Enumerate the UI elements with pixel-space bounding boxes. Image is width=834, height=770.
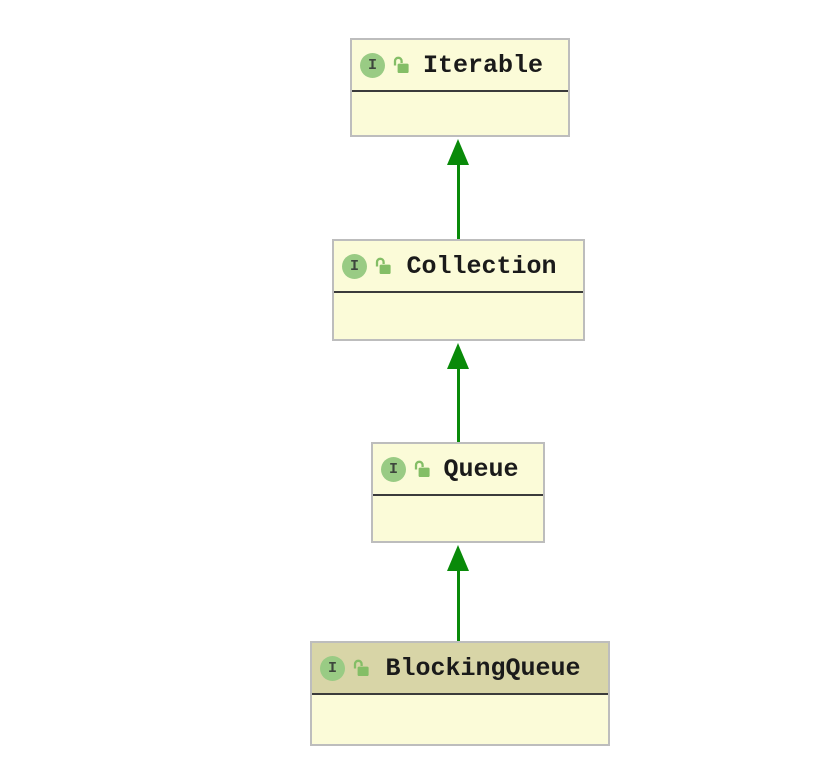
node-queue[interactable]: I Queue xyxy=(371,442,545,543)
open-lock-icon xyxy=(413,460,431,478)
node-members-section xyxy=(373,496,543,541)
interface-icon: I xyxy=(381,456,406,482)
node-iterable[interactable]: I Iterable xyxy=(350,38,570,137)
extends-arrow-collection-to-iterable[interactable] xyxy=(447,139,469,239)
node-header: I Collection xyxy=(334,241,583,293)
arrowhead-up-icon xyxy=(447,343,469,369)
extends-arrow-queue-to-collection[interactable] xyxy=(447,343,469,442)
interface-icon: I xyxy=(342,253,367,279)
node-members-section xyxy=(312,695,608,744)
arrowhead-up-icon xyxy=(447,545,469,571)
node-header: I Iterable xyxy=(352,40,568,92)
node-name: Iterable xyxy=(422,50,544,80)
node-collection[interactable]: I Collection xyxy=(332,239,585,341)
node-header: I Queue xyxy=(373,444,543,496)
node-name: Queue xyxy=(443,454,519,484)
node-name: BlockingQueue xyxy=(385,653,581,683)
node-header: I BlockingQueue xyxy=(312,643,608,695)
arrow-stem xyxy=(456,165,460,239)
arrow-stem xyxy=(456,571,460,641)
open-lock-icon xyxy=(392,56,410,74)
node-members-section xyxy=(334,293,583,339)
open-lock-icon xyxy=(352,659,370,677)
arrow-stem xyxy=(456,369,460,442)
arrowhead-up-icon xyxy=(447,139,469,165)
node-members-section xyxy=(352,92,568,135)
extends-arrow-blockingqueue-to-queue[interactable] xyxy=(447,545,469,641)
node-blockingqueue[interactable]: I BlockingQueue xyxy=(310,641,610,746)
node-name: Collection xyxy=(406,251,557,281)
interface-icon: I xyxy=(320,655,345,681)
interface-icon: I xyxy=(360,52,385,78)
open-lock-icon xyxy=(374,257,392,275)
